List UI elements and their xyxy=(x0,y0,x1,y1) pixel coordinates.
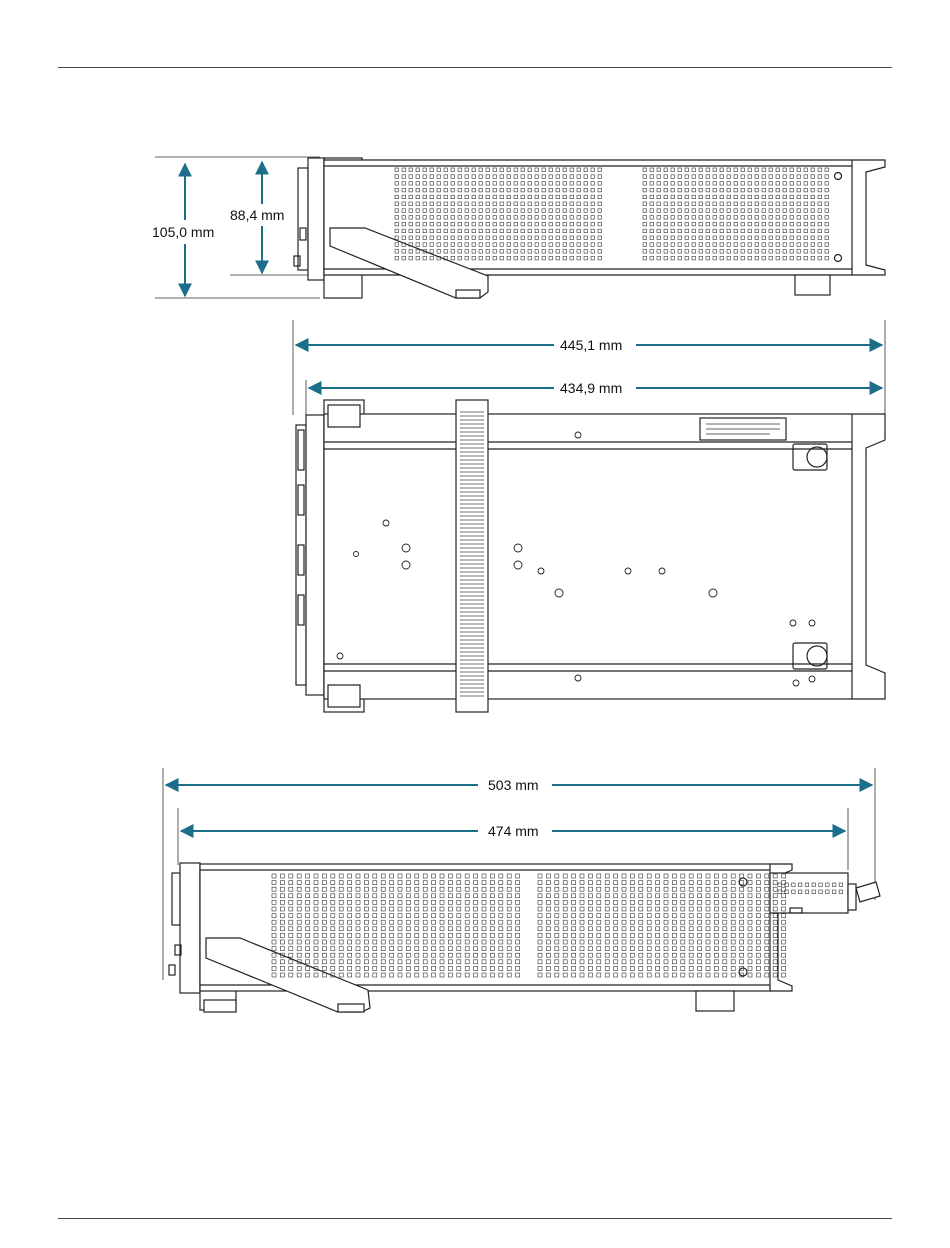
side-view-top: 105,0 mm 88,4 mm xyxy=(150,157,885,298)
width-body-label: 434,9 mm xyxy=(560,380,622,396)
top-view: 445,1 mm 434,9 mm xyxy=(293,320,885,712)
side-view-bottom: 503 mm 474 mm xyxy=(163,768,880,1012)
depth-body-label: 474 mm xyxy=(488,823,539,839)
depth-total-label: 503 mm xyxy=(488,777,539,793)
height-total-label: 105,0 mm xyxy=(152,224,214,240)
height-body-label: 88,4 mm xyxy=(230,207,284,223)
width-total-label: 445,1 mm xyxy=(560,337,622,353)
